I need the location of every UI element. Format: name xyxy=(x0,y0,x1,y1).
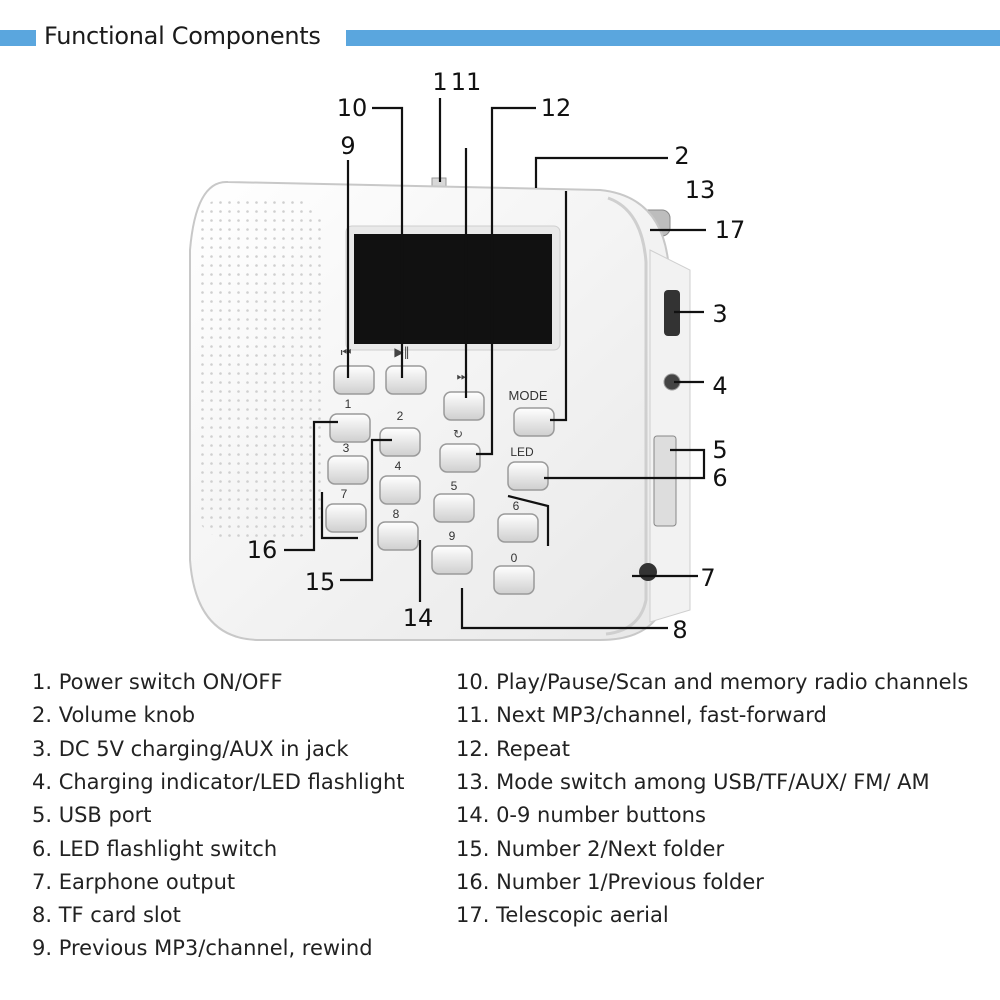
legend-item: 11. Next MP3/channel, fast-forward xyxy=(456,703,827,728)
number-2-label: 2 xyxy=(397,409,404,423)
leader-line xyxy=(507,494,550,546)
repeat-icon: ↻ xyxy=(453,427,463,441)
number-5-button[interactable] xyxy=(433,493,475,523)
mode-label: MODE xyxy=(509,388,548,403)
legend-item: 7. Earphone output xyxy=(32,869,236,894)
number-6-button[interactable] xyxy=(497,513,539,543)
leader-line xyxy=(372,106,404,378)
leader-line xyxy=(340,438,392,582)
number-3-button[interactable] xyxy=(327,455,369,485)
number-7-button[interactable] xyxy=(325,503,367,533)
number-2-button[interactable] xyxy=(379,427,421,457)
page-title: Functional Components xyxy=(44,22,321,50)
number-6-label: 6 xyxy=(513,499,520,513)
callout-16: 16 xyxy=(247,536,278,564)
callout-3: 3 xyxy=(712,300,727,328)
number-1-button[interactable] xyxy=(329,413,371,443)
legend-item: 8. TF card slot xyxy=(32,903,181,928)
callout-9: 9 xyxy=(340,132,355,160)
callout-15: 15 xyxy=(305,568,336,596)
leader-line xyxy=(460,588,668,630)
number-8-label: 8 xyxy=(393,507,400,521)
play-pause-button[interactable] xyxy=(385,365,427,395)
leader-line xyxy=(476,106,536,456)
callout-17: 17 xyxy=(715,216,746,244)
header-accent-bar-right xyxy=(346,30,1000,46)
number-8-button[interactable] xyxy=(377,521,419,551)
callout-13: 13 xyxy=(685,176,716,204)
number-4-button[interactable] xyxy=(379,475,421,505)
callout-7: 7 xyxy=(700,564,715,592)
number-3-label: 3 xyxy=(343,441,350,455)
lcd-display xyxy=(354,234,552,344)
legend-item: 3. DC 5V charging/AUX in jack xyxy=(32,736,349,761)
legend-item: 1. Power switch ON/OFF xyxy=(32,670,283,694)
legend-item: 12. Repeat xyxy=(456,736,570,761)
legend-item: 2. Volume knob xyxy=(32,703,196,728)
legend-item: 6. LED flashlight switch xyxy=(32,836,278,861)
header-accent-bar-left xyxy=(0,30,36,46)
callout-1: 1 xyxy=(432,68,447,96)
callout-4: 4 xyxy=(712,372,727,400)
legend-item: 17. Telescopic aerial xyxy=(456,903,669,928)
legend-item: 9. Previous MP3/channel, rewind xyxy=(32,936,373,961)
leader-line xyxy=(320,492,358,540)
speaker-grille xyxy=(196,198,322,538)
number-7-label: 7 xyxy=(341,487,348,501)
rewind-icon: ⏮ xyxy=(341,345,352,359)
legend-item: 16. Number 1/Previous folder xyxy=(456,869,764,894)
callout-10: 10 xyxy=(337,94,368,122)
callout-5: 5 xyxy=(712,436,727,464)
legend-item: 13. Mode switch among USB/TF/AUX/ FM/ AM xyxy=(456,769,930,794)
callout-11: 11 xyxy=(451,68,482,96)
legend-item: 5. USB port xyxy=(32,803,152,828)
prev-button[interactable] xyxy=(333,365,375,395)
callout-2: 2 xyxy=(674,142,689,170)
legend-item: 15. Number 2/Next folder xyxy=(456,836,725,861)
led-button[interactable] xyxy=(507,461,549,491)
callout-12: 12 xyxy=(541,94,572,122)
legend-item: 10. Play/Pause/Scan and memory radio cha… xyxy=(456,670,969,694)
dc-jack xyxy=(664,290,680,336)
leader-line xyxy=(544,448,706,480)
number-9-button[interactable] xyxy=(431,545,473,575)
number-9-label: 9 xyxy=(449,529,456,543)
fast-forward-icon: ⏭ xyxy=(457,369,468,383)
leader-line xyxy=(534,156,668,188)
led-label: LED xyxy=(510,445,534,459)
earphone-jack xyxy=(639,563,657,581)
callout-8: 8 xyxy=(672,616,687,644)
callout-6: 6 xyxy=(712,464,727,492)
usb-port xyxy=(653,435,677,527)
number-0-label: 0 xyxy=(511,551,518,565)
legend-item: 14. 0-9 number buttons xyxy=(456,803,706,828)
number-5-label: 5 xyxy=(451,479,458,493)
callout-14: 14 xyxy=(403,604,434,632)
number-4-label: 4 xyxy=(395,459,402,473)
next-button[interactable] xyxy=(443,391,485,421)
number-0-button[interactable] xyxy=(493,565,535,595)
leader-line xyxy=(550,191,568,422)
legend-item: 4. Charging indicator/LED flashlight xyxy=(32,769,405,794)
repeat-button[interactable] xyxy=(439,443,481,473)
mode-button[interactable] xyxy=(513,407,555,437)
leader-line xyxy=(284,420,338,552)
number-1-label: 1 xyxy=(345,397,352,411)
